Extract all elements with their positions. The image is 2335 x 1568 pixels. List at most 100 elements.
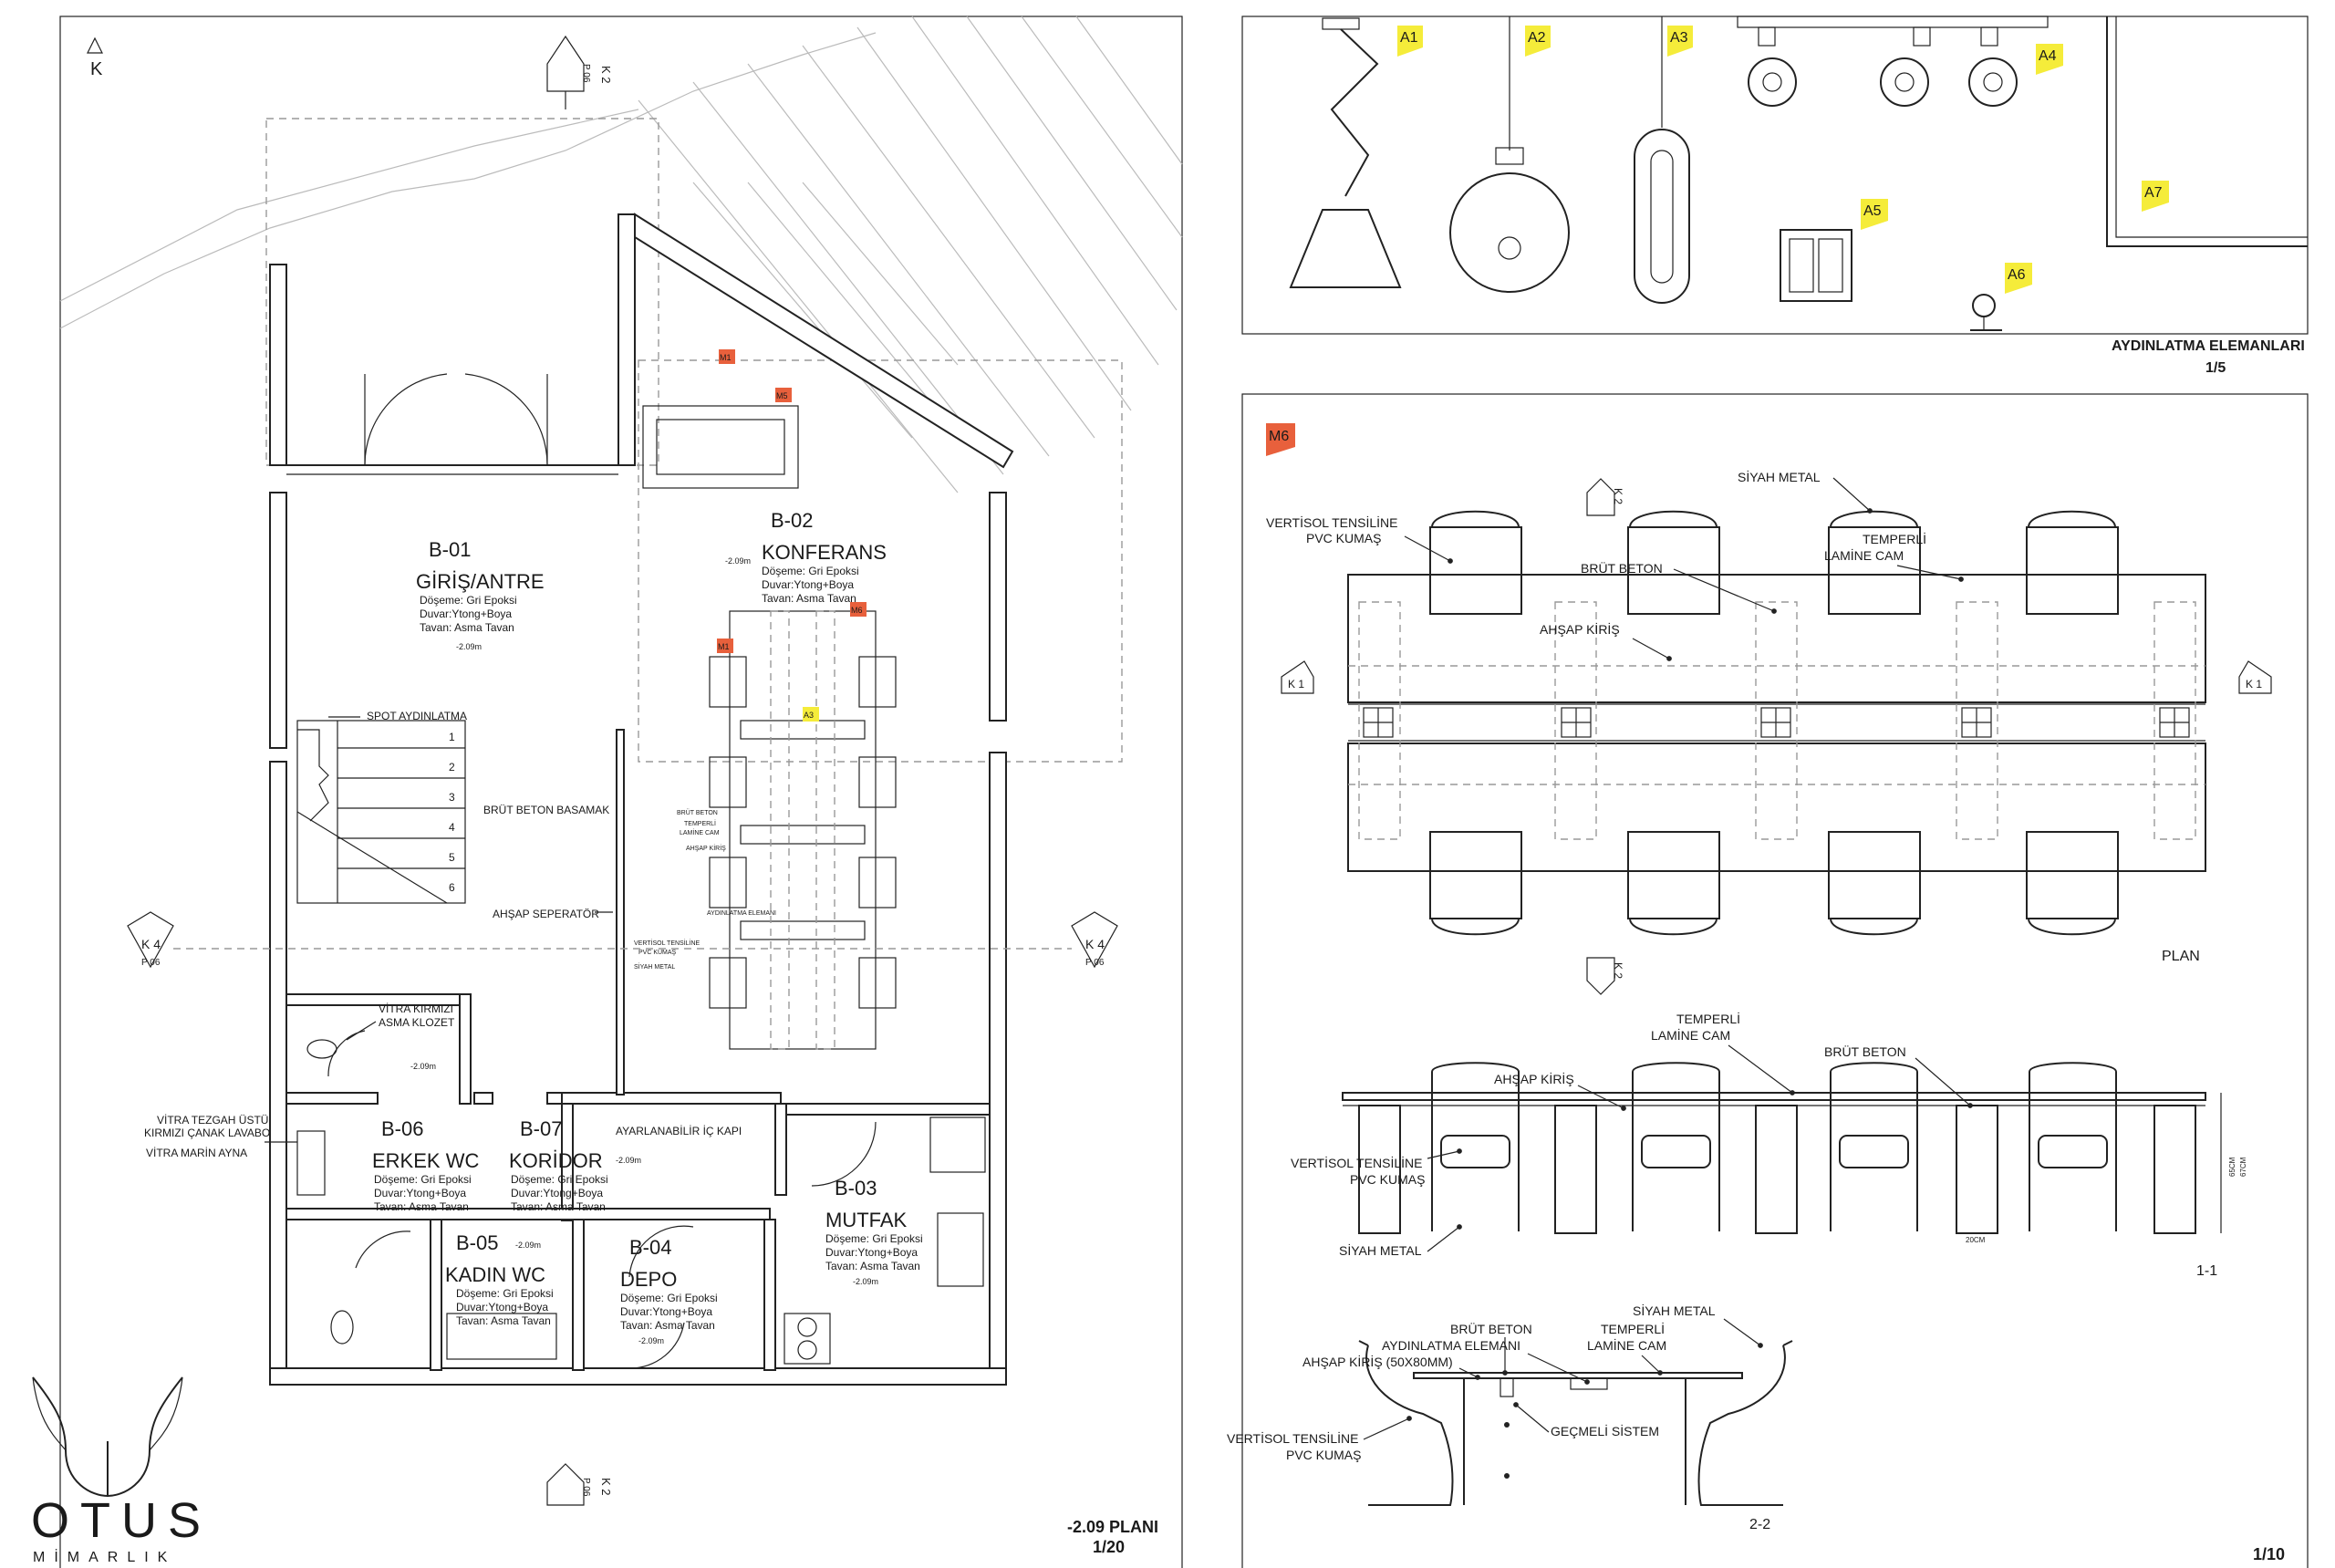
- svg-text:VERTİSOL TENSİLİNE: VERTİSOL TENSİLİNE: [1291, 1155, 1422, 1170]
- lamp-a5-icon: [1780, 229, 1852, 302]
- svg-text:TEMPERLİ: TEMPERLİ: [1676, 1011, 1740, 1026]
- svg-text:KORİDOR: KORİDOR: [509, 1149, 603, 1172]
- svg-text:Duvar:Ytong+Boya: Duvar:Ytong+Boya: [374, 1187, 466, 1199]
- svg-text:B-07: B-07: [520, 1117, 562, 1140]
- plan-doors: [327, 373, 877, 1369]
- svg-text:B-03: B-03: [835, 1177, 877, 1199]
- svg-text:K 2: K 2: [599, 66, 613, 84]
- svg-text:67CM: 67CM: [2239, 1157, 2247, 1177]
- svg-text:4: 4: [449, 821, 455, 834]
- lighting-scale: 1/5: [2205, 360, 2226, 376]
- lamp-a2-icon: [1449, 16, 1570, 293]
- svg-text:BRÜT BETON: BRÜT BETON: [1450, 1321, 1532, 1336]
- lamp-a6-icon: [1970, 294, 2002, 331]
- svg-text:-2.09m: -2.09m: [515, 1241, 541, 1250]
- svg-text:AHŞAP SEPERATÖR: AHŞAP SEPERATÖR: [493, 908, 599, 920]
- svg-text:Tavan: Asma Tavan: Tavan: Asma Tavan: [374, 1200, 469, 1213]
- section-1-1-label: 1-1: [2196, 1263, 2217, 1279]
- svg-text:BRÜT BETON BASAMAK: BRÜT BETON BASAMAK: [483, 804, 609, 816]
- plan-scale: 1/20: [1093, 1538, 1125, 1556]
- svg-text:Tavan: Asma Tavan: Tavan: Asma Tavan: [511, 1200, 606, 1213]
- section-marker-k2-bottom: K 2 P 06: [546, 1463, 613, 1506]
- section-marker-k2-top: K 2 P 06: [546, 35, 613, 109]
- svg-text:LAMİNE CAM: LAMİNE CAM: [1824, 547, 1904, 563]
- tag-m1: M1: [718, 642, 730, 651]
- lamp-a3-icon: [1634, 16, 1690, 304]
- k1-right-label: K 1: [2246, 678, 2262, 691]
- svg-text:P 06: P 06: [581, 64, 591, 83]
- svg-text:AYDINLATMA ELEMANI: AYDINLATMA ELEMANI: [1382, 1338, 1520, 1353]
- logo-sub: MİMARLIK: [33, 1548, 176, 1565]
- tag-m6-detail: M6: [1269, 429, 1289, 444]
- svg-text:BRÜT BETON: BRÜT BETON: [1581, 560, 1663, 576]
- room-b06: B-06 ERKEK WC Döşeme: Gri Epoksi Duvar:Y…: [372, 1062, 479, 1213]
- svg-text:B-01: B-01: [429, 538, 471, 561]
- svg-text:PVC KUMAŞ: PVC KUMAŞ: [1350, 1172, 1425, 1187]
- svg-text:SİYAH METAL: SİYAH METAL: [634, 962, 675, 971]
- lighting-title: AYDINLATMA ELEMANLARI: [2112, 338, 2305, 354]
- svg-text:BRÜT BETON: BRÜT BETON: [677, 809, 718, 816]
- lamp-a4-icon: [1737, 16, 2049, 107]
- svg-text:Duvar:Ytong+Boya: Duvar:Ytong+Boya: [620, 1305, 712, 1318]
- svg-text:LAMİNE CAM: LAMİNE CAM: [1651, 1027, 1730, 1043]
- svg-text:AHŞAP KİRİŞ: AHŞAP KİRİŞ: [1494, 1071, 1574, 1086]
- tag-a3-plan: A3: [804, 711, 814, 720]
- svg-text:Döşeme: Gri Epoksi: Döşeme: Gri Epoksi: [420, 594, 517, 607]
- svg-text:TEMPERLİ: TEMPERLİ: [1601, 1321, 1665, 1336]
- svg-text:ASMA KLOZET: ASMA KLOZET: [379, 1016, 455, 1029]
- k2-top-label: K 2: [1612, 488, 1624, 504]
- room-b04: B-04 DEPO Döşeme: Gri Epoksi Duvar:Ytong…: [620, 1236, 718, 1345]
- svg-text:Döşeme: Gri Epoksi: Döşeme: Gri Epoksi: [825, 1232, 923, 1245]
- tag-m1-top: M1: [720, 353, 732, 362]
- svg-text:65CM: 65CM: [2228, 1157, 2236, 1177]
- svg-text:PVC KUMAŞ: PVC KUMAŞ: [1306, 531, 1381, 545]
- plan-frame: [59, 16, 1183, 1568]
- k2-bottom-label: K 2: [1612, 962, 1624, 979]
- detail-section-2-2: BRÜT BETON AYDINLATMA ELEMANI AHŞAP KİRİ…: [1227, 1303, 1793, 1532]
- lamp-a1-icon: [1289, 17, 1402, 288]
- svg-text:K 4: K 4: [141, 937, 161, 951]
- svg-text:VİTRA KIRMIZI: VİTRA KIRMIZI: [379, 1002, 453, 1015]
- svg-text:Döşeme: Gri Epoksi: Döşeme: Gri Epoksi: [762, 565, 859, 577]
- svg-text:Duvar:Ytong+Boya: Duvar:Ytong+Boya: [825, 1246, 918, 1259]
- svg-text:-2.09m: -2.09m: [638, 1336, 664, 1345]
- svg-text:-2.09m: -2.09m: [456, 642, 482, 651]
- svg-text:DEPO: DEPO: [620, 1268, 677, 1291]
- plan-callouts: SPOT AYDINLATMA BRÜT BETON BASAMAK AHŞAP…: [144, 710, 776, 1159]
- svg-text:P 06: P 06: [141, 958, 161, 968]
- svg-text:AHŞAP KİRİŞ: AHŞAP KİRİŞ: [1540, 621, 1620, 637]
- svg-text:PVC KUMAŞ: PVC KUMAŞ: [1286, 1448, 1361, 1462]
- svg-text:K 2: K 2: [599, 1478, 613, 1496]
- svg-text:1: 1: [449, 731, 455, 743]
- svg-text:P 06: P 06: [1085, 958, 1105, 968]
- svg-text:LAMİNE CAM: LAMİNE CAM: [1587, 1337, 1666, 1353]
- svg-text:Duvar:Ytong+Boya: Duvar:Ytong+Boya: [456, 1301, 548, 1314]
- detail-plan-view: K 1 K 1 K 2 K 2 VERTİSOL TENSİLİNE PVC K…: [1266, 469, 2272, 995]
- svg-text:KONFERANS: KONFERANS: [762, 541, 887, 564]
- tag-a4: A4: [2039, 48, 2057, 64]
- svg-text:Duvar:Ytong+Boya: Duvar:Ytong+Boya: [420, 607, 512, 620]
- room-b01: B-01 GİRİŞ/ANTRE Döşeme: Gri Epoksi Duva…: [416, 538, 545, 651]
- svg-text:-2.09m: -2.09m: [616, 1156, 641, 1165]
- detail-scale: 1/10: [2253, 1545, 2285, 1563]
- tag-a6: A6: [2008, 267, 2026, 283]
- tag-m5: M5: [776, 391, 788, 400]
- svg-text:Duvar:Ytong+Boya: Duvar:Ytong+Boya: [762, 578, 854, 591]
- svg-text:-2.09m: -2.09m: [853, 1277, 878, 1286]
- svg-text:Döşeme: Gri Epoksi: Döşeme: Gri Epoksi: [456, 1287, 554, 1300]
- svg-text:Döşeme: Gri Epoksi: Döşeme: Gri Epoksi: [620, 1292, 718, 1304]
- svg-text:5: 5: [449, 851, 455, 864]
- svg-text:Tavan: Asma Tavan: Tavan: Asma Tavan: [825, 1260, 920, 1272]
- svg-text:AYDINLATMA ELEMANI: AYDINLATMA ELEMANI: [707, 910, 776, 917]
- tag-m6-plan: M6: [851, 606, 863, 615]
- svg-text:VİTRA MARİN AYNA: VİTRA MARİN AYNA: [146, 1147, 247, 1159]
- svg-text:-2.09m: -2.09m: [410, 1062, 436, 1071]
- lighting-tags: A1 A2 A3 A4 A5 A6 A7: [1397, 26, 2169, 294]
- room-b05: B-05 KADIN WC Döşeme: Gri Epoksi Duvar:Y…: [445, 1231, 554, 1327]
- section-marker-k4-left: K 4 P 06: [127, 911, 174, 969]
- svg-text:B-06: B-06: [381, 1117, 423, 1140]
- svg-text:TEMPERLİ: TEMPERLİ: [684, 819, 716, 827]
- svg-text:P 06: P 06: [581, 1478, 591, 1497]
- tag-a7: A7: [2144, 185, 2163, 201]
